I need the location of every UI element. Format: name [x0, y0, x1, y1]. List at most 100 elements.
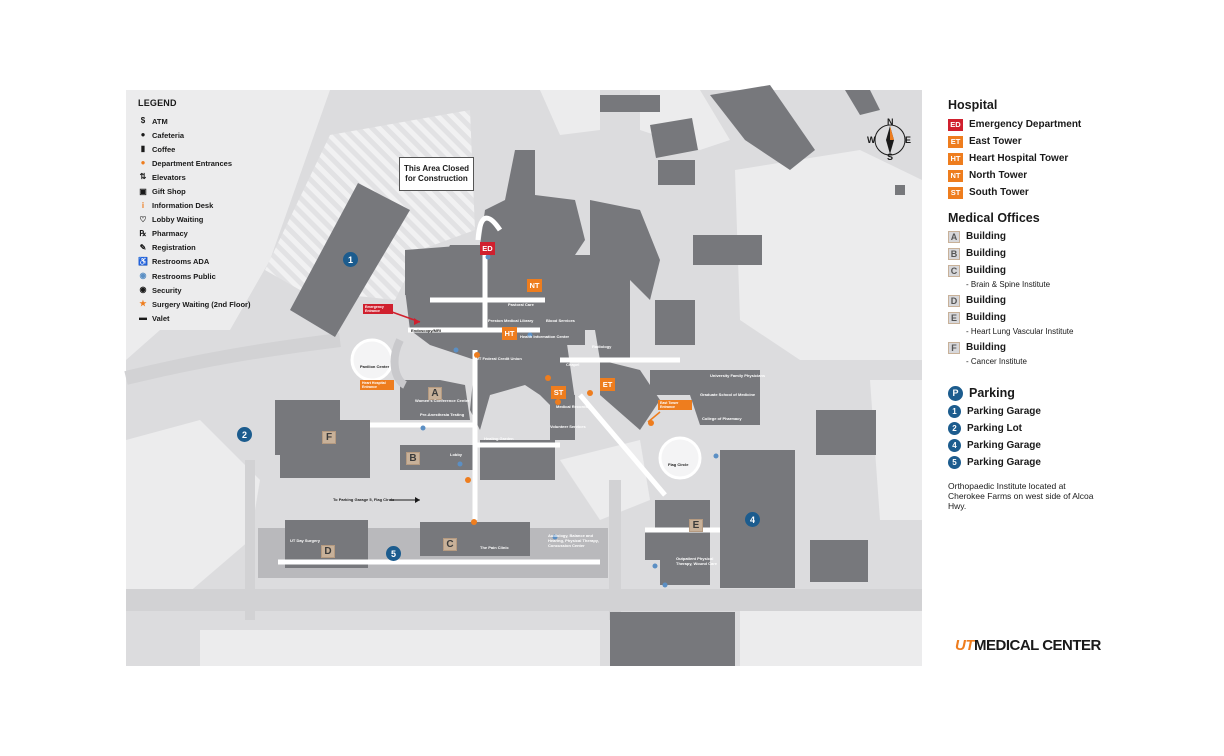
offices-title: Medical Offices [948, 211, 1040, 225]
volunteer-label: Volunteer Services [550, 424, 586, 429]
building-c-label[interactable]: C [443, 538, 457, 551]
parking-label: Parking Garage [967, 406, 1041, 417]
legend-row: ★Surgery Waiting (2nd Floor) [138, 297, 278, 311]
radiology-label: Radiology [592, 344, 612, 349]
legend-row: ◉ Security [138, 283, 278, 297]
parking-number-icon: 5 [948, 456, 961, 469]
legend-label: Department Entrances [152, 158, 233, 168]
logo-name: MEDICAL CENTER [974, 637, 1101, 654]
compass-s: S [887, 152, 894, 162]
hospital-row-et[interactable]: ET East Tower [948, 133, 1148, 150]
pastoral-label: Pastoral Care [508, 302, 534, 307]
garage-4-marker[interactable]: 4 [745, 512, 760, 527]
parking-label: Parking Lot [967, 423, 1023, 434]
parking-label: Parking Garage [967, 457, 1041, 468]
parking-number-icon: 2 [948, 422, 961, 435]
legend-label: Cafeteria [152, 130, 185, 140]
building-badge: A [948, 230, 960, 243]
building-a [400, 380, 470, 420]
valet-icon: ▬ [139, 313, 147, 323]
department-entrances [465, 352, 654, 525]
office-label: Building [966, 312, 1006, 323]
legend-row: ♡Lobby Waiting [138, 213, 278, 227]
atm-icon: $ [140, 116, 146, 126]
roads [124, 333, 922, 620]
legend-row: ⇅Elevators [138, 170, 278, 184]
building-f-label[interactable]: F [322, 431, 336, 444]
womens-center-label: Women's Conference Center [415, 398, 470, 403]
to-parking-label: To Parking Garage 5, Flag Circle [333, 497, 395, 502]
building-b-label[interactable]: B [406, 452, 420, 465]
rehab-label: Audiology, Balance and Hearing, Physical… [548, 533, 599, 548]
restroom-ada-icon: ♿ [138, 256, 148, 266]
heart-entrance-ramp [390, 338, 408, 389]
legend-label: Valet [152, 313, 170, 323]
outpatient-label: Outpatient Physical Therapy, Wound Care [676, 556, 717, 566]
legend-label: Restrooms Public [152, 271, 216, 281]
hospital-label: South Tower [969, 187, 1029, 198]
tower-badge: ED [948, 118, 963, 131]
parking-number-icon: 1 [948, 405, 961, 418]
compass-icon [874, 124, 906, 156]
endoscopy-label: Endoscopy/MRI [411, 328, 442, 333]
medical-records-label: Medical Records [556, 404, 588, 409]
restroom-public-icon: ◉ [139, 271, 147, 281]
building-c [420, 522, 530, 556]
parking-row-1[interactable]: 1 Parking Garage [948, 403, 1148, 420]
garage-5-marker[interactable]: 5 [386, 546, 401, 561]
legend-label: Elevators [152, 172, 186, 182]
office-label: Building [966, 265, 1006, 276]
parking-title: Parking [969, 386, 1015, 400]
et-map-label[interactable]: ET [600, 378, 615, 391]
legend-title: LEGEND [138, 98, 177, 108]
coffee-icon: ▮ [140, 144, 146, 154]
legend-label: Information Desk [152, 201, 214, 211]
building-e-label[interactable]: E [689, 519, 703, 532]
chapel-label: Chapel [566, 362, 580, 367]
legend-row: ◉ Restrooms Public [138, 269, 278, 283]
parking-row-5[interactable]: 5 Parking Garage [948, 454, 1148, 471]
pavilion-label: Pavilion Center [360, 364, 390, 369]
legend-row: ▮Coffee [138, 142, 278, 156]
day-surgery-label: UT Day Surgery [290, 538, 321, 543]
legend-row: ℞Pharmacy [138, 227, 278, 241]
legend-label: Surgery Waiting (2nd Floor) [152, 299, 251, 309]
hospital-title: Hospital [948, 98, 998, 112]
lot-2-marker[interactable]: 2 [237, 427, 252, 442]
security-icon: ◉ [139, 285, 147, 295]
library-label: Preston Medical Library [488, 318, 534, 323]
tower-badge: ET [948, 135, 963, 148]
east-tower-entrance-label: East Tower Entrance [658, 400, 692, 410]
parking-row-2[interactable]: 2 Parking Lot [948, 420, 1148, 437]
ed-map-label[interactable]: ED [480, 242, 495, 255]
building-a-label[interactable]: A [428, 387, 442, 400]
hospital-label: East Tower [969, 136, 1022, 147]
legend-row: $ ATM [138, 114, 278, 128]
legend-label: Security [152, 285, 182, 295]
building-d-label[interactable]: D [321, 545, 335, 558]
legend-row: ▬ Valet [138, 311, 278, 325]
heart-info-label: Health Information Center [520, 334, 570, 339]
garage-1-marker[interactable]: 1 [343, 252, 358, 267]
parking-number-icon: 4 [948, 439, 961, 452]
ht-map-label[interactable]: HT [502, 327, 517, 340]
office-sublabel: - Heart Lung Vascular Institute [966, 327, 1074, 336]
restroom-markers [420, 254, 719, 588]
st-map-label[interactable]: ST [551, 386, 566, 399]
nt-map-label[interactable]: NT [527, 279, 542, 292]
legend-label: ATM [152, 116, 168, 126]
blood-services-label: Blood Services [546, 318, 575, 323]
parking-p-icon: P [948, 385, 963, 401]
